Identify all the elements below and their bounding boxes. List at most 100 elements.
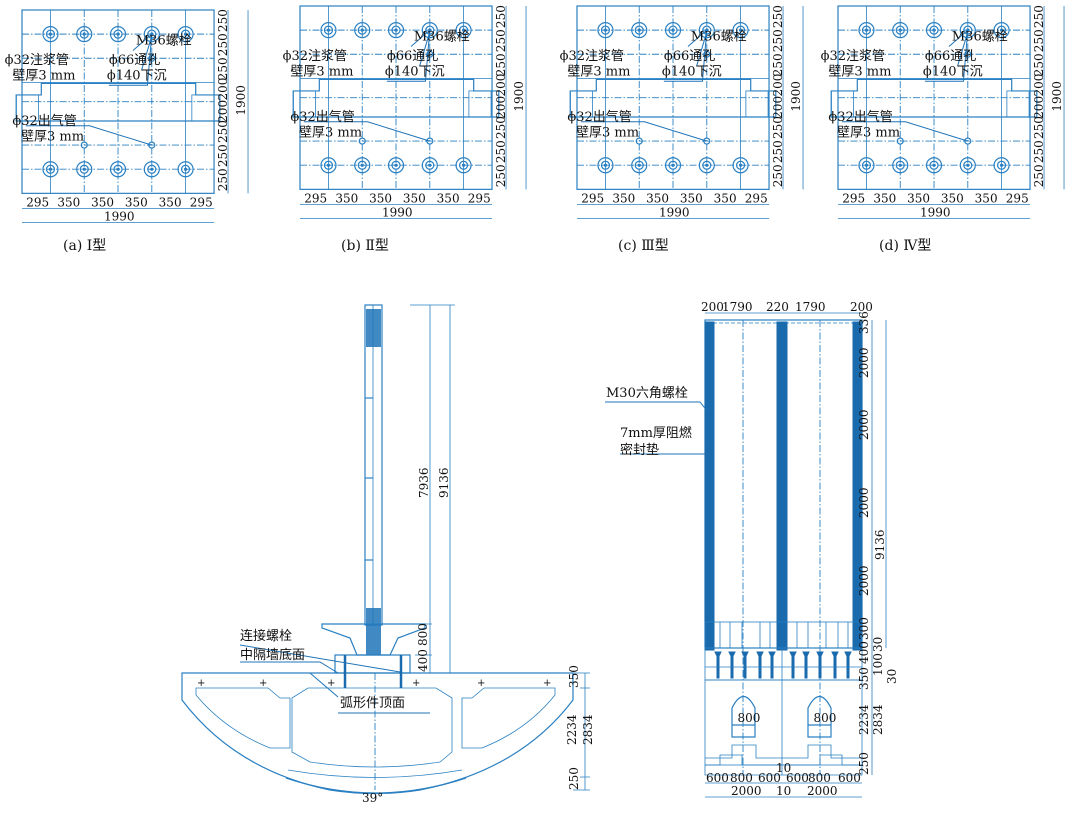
side-block — [569, 90, 593, 118]
bolt-ring-icon — [76, 26, 93, 43]
bolt-icon — [45, 29, 56, 39]
right-dim: 250 — [216, 57, 230, 80]
right-dim: 250 — [1032, 53, 1046, 76]
bottom-dim: 350 — [612, 191, 635, 205]
pipe-hole-icon — [896, 137, 904, 145]
bolt-icon — [963, 160, 973, 170]
bolt-ring-icon — [698, 22, 715, 39]
pipe-hole-icon — [703, 50, 711, 58]
bolt-center — [738, 163, 743, 167]
gap-dim: 10 — [776, 761, 791, 775]
through-hole-label: ϕ66通孔 — [387, 49, 438, 64]
bolt-ring-icon — [925, 157, 943, 174]
bolt-ring-icon — [354, 22, 371, 39]
bolt-ring-icon — [858, 157, 875, 174]
pipe-hole-icon — [358, 137, 366, 145]
side-block — [292, 90, 316, 118]
side-block — [1006, 90, 1030, 118]
bolt-icon — [600, 25, 611, 35]
bolt-ring-icon — [993, 157, 1010, 174]
dim-7936: 7936 — [417, 467, 431, 498]
leader-lines — [841, 29, 969, 142]
bolt-center — [864, 163, 869, 167]
bolt-icon — [600, 160, 611, 170]
bolt-center — [150, 167, 154, 171]
hex-bolt-label: M30六角螺栓 — [606, 386, 688, 401]
bolt-icon — [756, 651, 764, 679]
side-block — [830, 90, 854, 118]
bolt-ring-icon — [143, 26, 160, 43]
leader-lines — [303, 29, 431, 142]
bolt-icon — [728, 651, 736, 679]
right-dim: 300 — [857, 617, 871, 640]
bolt-ring-icon — [387, 157, 405, 174]
bolt-ring-icon — [387, 22, 405, 39]
panel-caption: (a) Ⅰ型 — [63, 238, 106, 254]
total-width-dim: 1990 — [920, 205, 951, 219]
side-block — [468, 90, 492, 118]
wall-thickness-label: 壁厚3 mm — [828, 64, 891, 79]
right-dim: 2234 — [857, 704, 871, 735]
right-dim: 250 — [1032, 29, 1046, 52]
right-dim: 250 — [216, 120, 230, 143]
pipe-hole-icon — [964, 50, 972, 58]
bolt-ring-icon — [664, 22, 682, 39]
bolt-ring-icon — [631, 22, 648, 39]
bolt-center — [48, 167, 53, 171]
right-dim: 250 — [494, 116, 508, 139]
right-dim: 200 — [494, 74, 508, 97]
bottom-dim: 350 — [907, 191, 930, 205]
right-dim: 250 — [1032, 164, 1046, 187]
bolt-ring-icon — [455, 157, 472, 174]
right-dim: 250 — [216, 144, 230, 167]
bottom-dim: 350 — [369, 191, 392, 205]
bolt-ring-icon — [320, 22, 337, 39]
vent-wall-label: 壁厚3 mm — [21, 129, 84, 144]
bottom-dim: 295 — [304, 191, 327, 205]
marker-cross-icon: + — [327, 678, 335, 689]
bottom-dim: 350 — [975, 191, 998, 205]
bolt-icon — [391, 160, 401, 170]
right-dim: 250 — [1032, 140, 1046, 163]
bolt-center — [738, 28, 743, 32]
total-width-dim: 1990 — [104, 209, 135, 223]
bottom-dim: 350 — [335, 191, 358, 205]
bolt-ring-icon — [76, 161, 93, 178]
arched-opening — [807, 695, 832, 738]
side-block — [191, 94, 215, 122]
bolt-icon — [702, 160, 712, 170]
bolt-center — [183, 32, 188, 36]
vent-wall-label: 壁厚3 mm — [576, 125, 639, 140]
dim-lines-right — [573, 672, 590, 791]
dim-800: 800 — [416, 623, 430, 646]
panel-caption: (c) Ⅲ型 — [618, 238, 669, 254]
bolt-icon — [929, 160, 939, 170]
bolt-ring-icon — [177, 26, 194, 43]
side-block — [745, 90, 769, 118]
right-dim: 2000 — [857, 409, 871, 440]
right-dim: 200 — [1032, 96, 1046, 119]
bolt-icon — [180, 29, 191, 39]
bolt-center — [671, 28, 675, 32]
right-dim: 250 — [771, 5, 785, 28]
bolt-icon — [79, 164, 89, 174]
right-dim: 250 — [494, 29, 508, 52]
pipe-hole-icon — [964, 137, 972, 145]
right-dim: 2834 — [871, 704, 885, 735]
bolt-center — [603, 28, 608, 32]
dim-2234: 2234 — [565, 714, 579, 745]
pipe-hole-icon — [80, 141, 88, 149]
dim-lines — [410, 304, 455, 673]
bolt-ring-icon — [455, 22, 472, 39]
grout-pipe-label: ϕ32注浆管 — [560, 49, 624, 64]
bolt-ring-icon — [892, 22, 909, 39]
bottom-dim: 350 — [941, 191, 964, 205]
bolt-center — [999, 163, 1004, 167]
total-height-dim: 1900 — [512, 81, 526, 112]
bottom-dim: 350 — [125, 195, 148, 209]
bolt-icon — [844, 651, 852, 679]
bolt-icon — [735, 25, 746, 35]
